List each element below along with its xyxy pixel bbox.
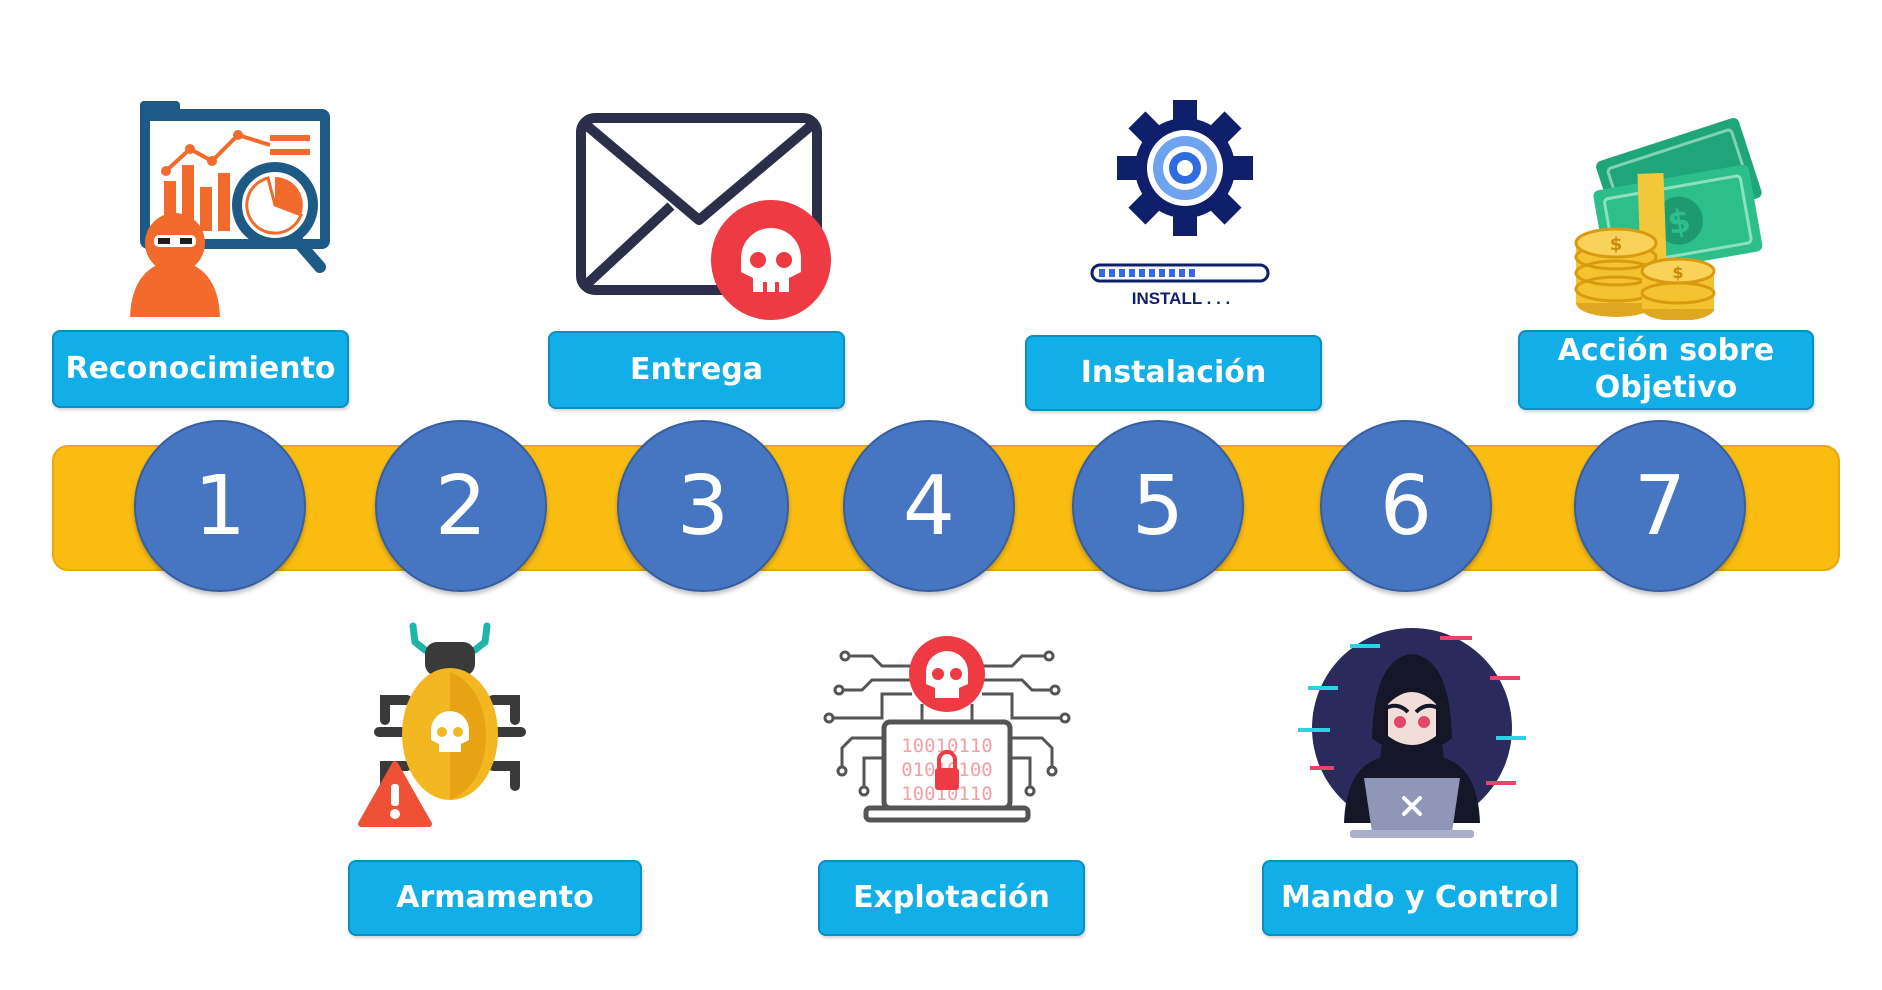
step-circle-5: 5 — [1072, 420, 1244, 592]
laptop-code-line-1: 10010110 — [901, 735, 993, 757]
laptop-code-line-3: 10010110 — [901, 783, 993, 805]
skull-bug-warning-icon — [358, 622, 526, 827]
step-circle-1: 1 — [134, 420, 306, 592]
stage-label-explotacion: Explotación — [818, 860, 1085, 936]
stage-label-armamento: Armamento — [348, 860, 642, 936]
stage-label-instalacion: Instalación — [1025, 335, 1322, 411]
envelope-skull-icon — [576, 113, 831, 320]
step-circle-7: 7 — [1574, 420, 1746, 592]
step-circle-2: 2 — [375, 420, 547, 592]
stage-label-accion-sobre-objetivo: Acción sobre Objetivo — [1518, 330, 1814, 410]
gear-target-progress-icon: INSTALL . . . — [1090, 100, 1270, 308]
svg-text:$: $ — [1672, 263, 1683, 282]
svg-text:$: $ — [1610, 234, 1623, 255]
install-icon-caption: INSTALL . . . — [1132, 289, 1231, 308]
step-circle-4: 4 — [843, 420, 1015, 592]
stage-label-mando-y-control: Mando y Control — [1262, 860, 1578, 936]
hooded-hacker-laptop-icon — [1298, 628, 1526, 838]
laptop-skull-circuit-icon: 10010110 01010100 10010110 — [823, 636, 1071, 823]
stage-label-reconocimiento: Reconocimiento — [52, 330, 349, 408]
stage-label-entrega: Entrega — [548, 331, 845, 409]
step-circle-3: 3 — [617, 420, 789, 592]
money-coins-icon: $ $ $ — [1574, 117, 1763, 320]
step-circle-6: 6 — [1320, 420, 1492, 592]
analytics-magnifier-hacker-icon — [130, 101, 330, 317]
